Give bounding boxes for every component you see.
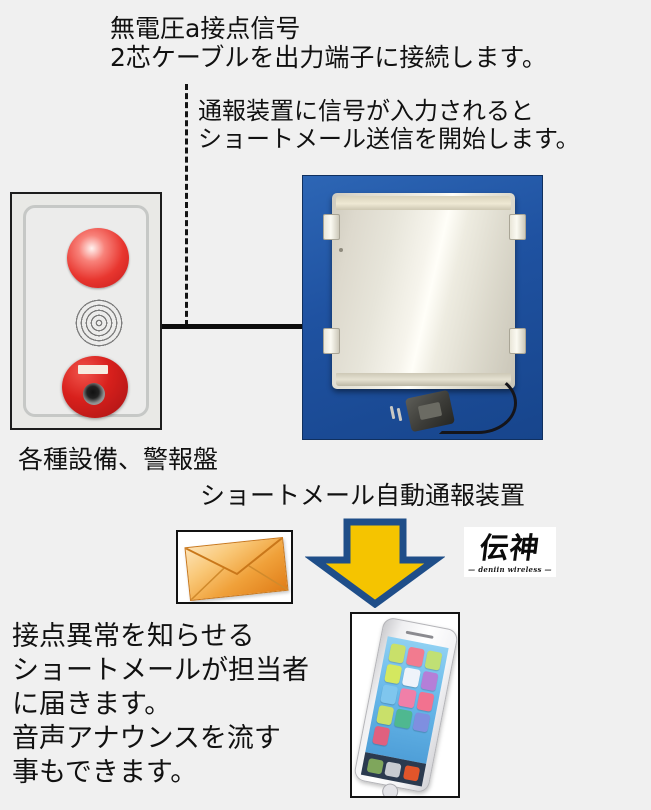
dock-app-icon [366, 757, 384, 775]
power-cable [439, 372, 517, 434]
adapter-face [417, 401, 443, 421]
dock-app-icon [403, 764, 421, 782]
enclosure-screw [339, 248, 343, 252]
headline-contact-signal: 無電圧a接点信号 2芯ケーブルを出力端子に接続します。 [110, 14, 547, 72]
app-icon [394, 708, 413, 730]
home-button [380, 782, 400, 796]
app-icon [388, 643, 407, 664]
app-icon [390, 729, 408, 750]
down-arrow-icon [305, 518, 445, 608]
enclosure-latch-top-left [323, 214, 340, 240]
button-label-strip [78, 365, 108, 374]
envelope-body [184, 536, 289, 602]
earpiece-speaker [405, 630, 434, 639]
alarm-panel-photo [10, 192, 162, 430]
app-icon [398, 687, 417, 709]
smartphone-icon [350, 612, 460, 798]
device-enclosure [332, 193, 515, 389]
enclosure-latch-top-right [509, 214, 526, 240]
signal-cable-line [12, 324, 312, 329]
app-icon [406, 646, 425, 668]
smartphone-body [352, 616, 458, 796]
app-icon [424, 650, 443, 671]
app-icon [420, 670, 439, 692]
button-knob [83, 383, 105, 405]
dock-app-icon [384, 760, 403, 778]
bottom-description-text: 接点異常を知らせる ショートメールが担当者 に届きます。 音声アナウンスを流す … [12, 621, 309, 789]
caption-alarm-panel: 各種設備、警報盤 [18, 445, 219, 474]
app-icon [408, 733, 426, 754]
app-icon [380, 684, 399, 705]
logo-subtitle: — deniin wireless — [468, 565, 552, 574]
app-icon [376, 704, 395, 726]
adapter-prong-right [396, 407, 403, 422]
app-icon [402, 667, 421, 688]
speaker-grille-icon [71, 296, 127, 350]
adapter-prong-left [389, 405, 396, 420]
deniin-logo: 伝神 — deniin wireless — [464, 527, 556, 577]
envelope-flap-icon [185, 538, 288, 600]
app-icon [384, 663, 403, 685]
alarm-lamp-icon [67, 228, 129, 288]
enclosure-latch-bottom-left [323, 328, 340, 354]
app-icon [372, 725, 391, 747]
smartphone-screen [365, 636, 449, 764]
logo-kanji: 伝神 [477, 531, 542, 565]
app-icon [412, 711, 431, 733]
dashed-callout-line [185, 84, 188, 326]
enclosure-latch-bottom-right [509, 328, 526, 354]
app-icon [416, 691, 435, 712]
envelope-icon [176, 530, 293, 604]
caption-device: ショートメール自動通報装置 [200, 481, 526, 510]
headline-sms-start: 通報装置に信号が入力されると ショートメール送信を開始します。 [198, 97, 580, 153]
emergency-button-icon [62, 356, 128, 418]
enclosure-lid-top [336, 196, 511, 210]
notification-device-photo [302, 175, 543, 440]
alarm-panel-bezel [23, 205, 149, 418]
